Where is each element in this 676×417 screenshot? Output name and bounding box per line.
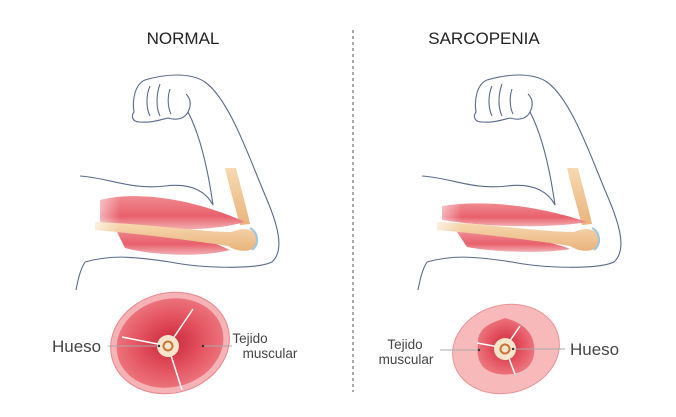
bone-cross-section — [157, 335, 179, 357]
bone-cross-section — [494, 338, 516, 360]
panel-title-normal: NORMAL — [147, 29, 220, 48]
arm-illustration-sarcopenia — [417, 74, 622, 291]
cross-section-sarcopenia — [440, 303, 565, 395]
panel-title-sarcopenia: SARCOPENIA — [428, 29, 540, 48]
cross-section-normal — [108, 291, 232, 395]
forearm-muscle-thin — [457, 232, 570, 252]
label-muscle-normal-line2: muscular — [243, 346, 298, 361]
label-muscle-sarcopenia-line1: Tejido — [387, 337, 422, 352]
forearm-bone — [95, 222, 258, 251]
arm-illustration-normal — [75, 74, 280, 291]
label-bone-normal: Hueso — [52, 337, 101, 356]
biceps-muscle-thin — [442, 203, 587, 227]
label-muscle-normal-line1: Tejido — [232, 331, 267, 346]
label-muscle-sarcopenia-line2: muscular — [379, 352, 434, 367]
biceps-muscle — [100, 196, 245, 230]
label-bone-sarcopenia: Hueso — [570, 340, 619, 359]
